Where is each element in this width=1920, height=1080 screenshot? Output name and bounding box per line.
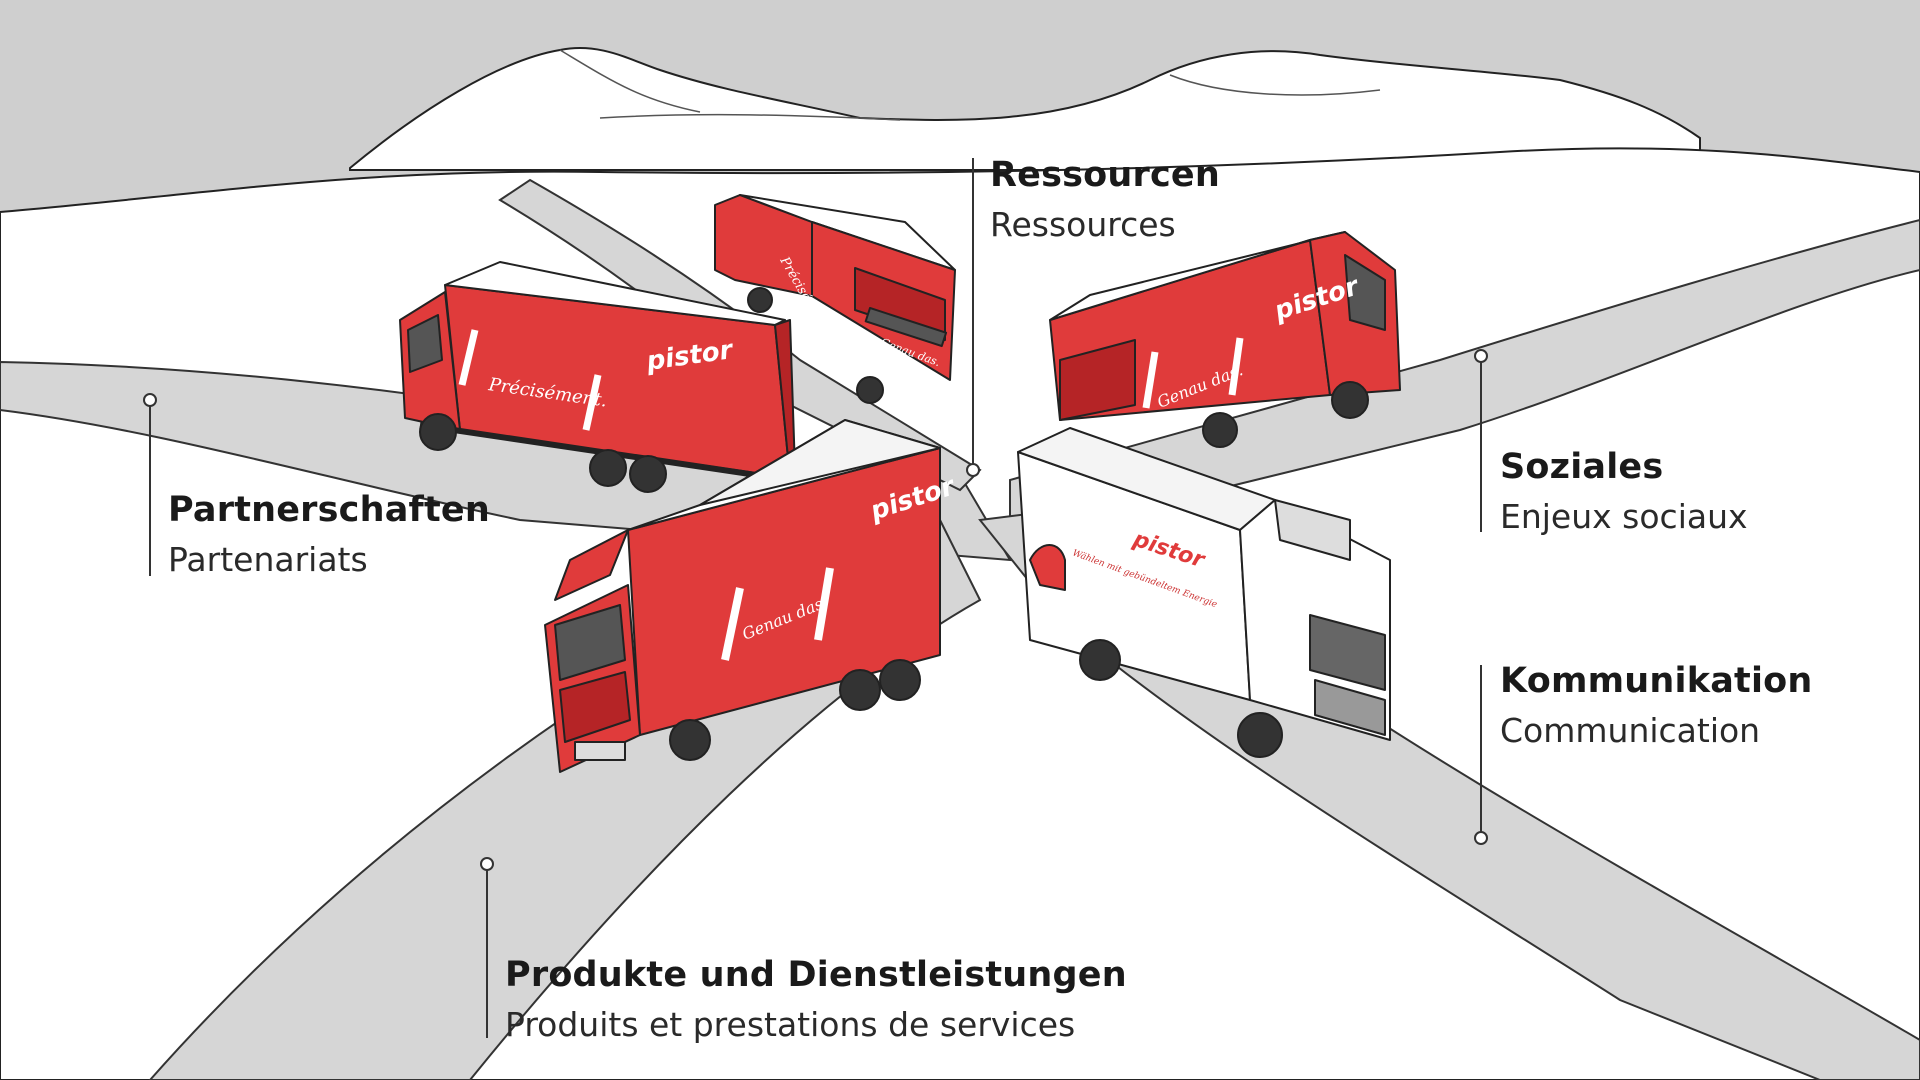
leader-dot-ressourcen bbox=[966, 463, 980, 477]
mountain-range bbox=[349, 47, 1701, 171]
callout-partnerschaften: Partnerschaften Partenariats bbox=[168, 485, 490, 585]
callout-partnerschaften-fr: Partenariats bbox=[168, 540, 368, 579]
truck-front-left bbox=[544, 419, 941, 773]
callout-produkte-de: Produkte und Dienstleistungen bbox=[505, 955, 1127, 995]
leader-dot-partnerschaften bbox=[143, 393, 157, 407]
truck-left bbox=[399, 261, 796, 493]
callout-soziales: Soziales Enjeux sociaux bbox=[1500, 442, 1748, 542]
mountain-detail bbox=[559, 49, 1381, 121]
truck-front-right bbox=[1017, 427, 1391, 758]
callout-ressourcen: Ressourcen Ressources bbox=[990, 150, 1220, 250]
callout-kommunikation-fr: Communication bbox=[1500, 711, 1761, 750]
leader-dot-produkte bbox=[480, 857, 494, 871]
callout-ressourcen-de: Ressourcen bbox=[990, 155, 1220, 195]
callout-produkte: Produkte und Dienstleistungen Produits e… bbox=[505, 950, 1127, 1050]
callout-kommunikation: Kommunikation Communication bbox=[1500, 656, 1813, 756]
leader-dot-soziales bbox=[1474, 349, 1488, 363]
truck-back bbox=[714, 194, 956, 404]
callout-produkte-fr: Produits et prestations de services bbox=[505, 1005, 1076, 1044]
callout-ressourcen-fr: Ressources bbox=[990, 205, 1176, 244]
callout-soziales-de: Soziales bbox=[1500, 447, 1664, 487]
callout-kommunikation-de: Kommunikation bbox=[1500, 661, 1813, 701]
callout-soziales-fr: Enjeux sociaux bbox=[1500, 497, 1748, 536]
leader-dot-kommunikation bbox=[1474, 831, 1488, 845]
callout-partnerschaften-de: Partnerschaften bbox=[168, 490, 490, 530]
truck-right bbox=[1049, 231, 1401, 448]
callout-leaders bbox=[143, 158, 1488, 1038]
